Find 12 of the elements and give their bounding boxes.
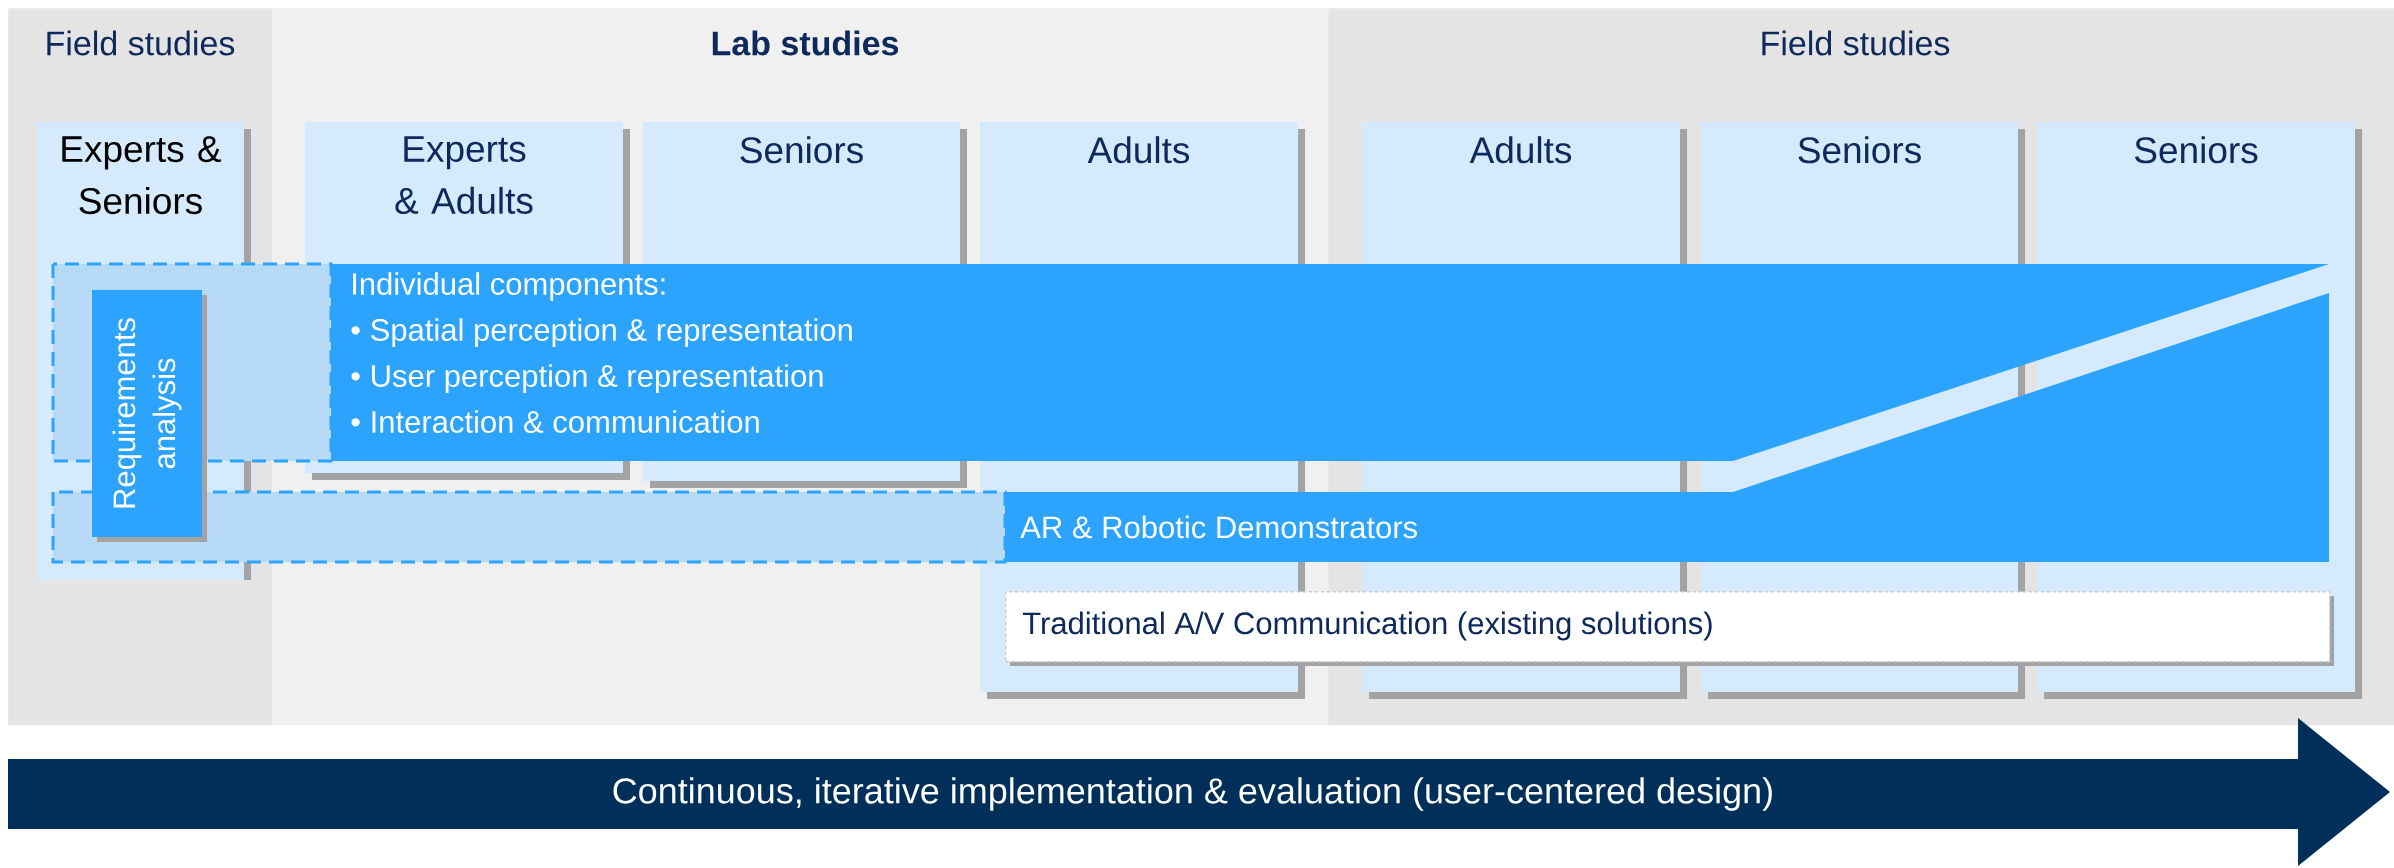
group-column: Seniors [2037, 122, 2363, 262]
solution-box: Traditional A/V Communication (existing solutions) [1005, 591, 2334, 666]
node-label: AR & Robotic Demonstrators [1020, 515, 1418, 539]
section-heading: Field studies [1762, 30, 1950, 56]
section-heading: Field studies [47, 30, 235, 56]
group-column: Seniors [643, 122, 967, 262]
process-box: Requirements analysis [92, 290, 207, 542]
group-column: Seniors [1701, 122, 2025, 262]
group-column: Experts & Adults [305, 122, 630, 262]
group-column: Adults [1362, 122, 1687, 262]
group-column: Adults [980, 122, 1305, 262]
section-heading: Lab studies [712, 30, 899, 56]
